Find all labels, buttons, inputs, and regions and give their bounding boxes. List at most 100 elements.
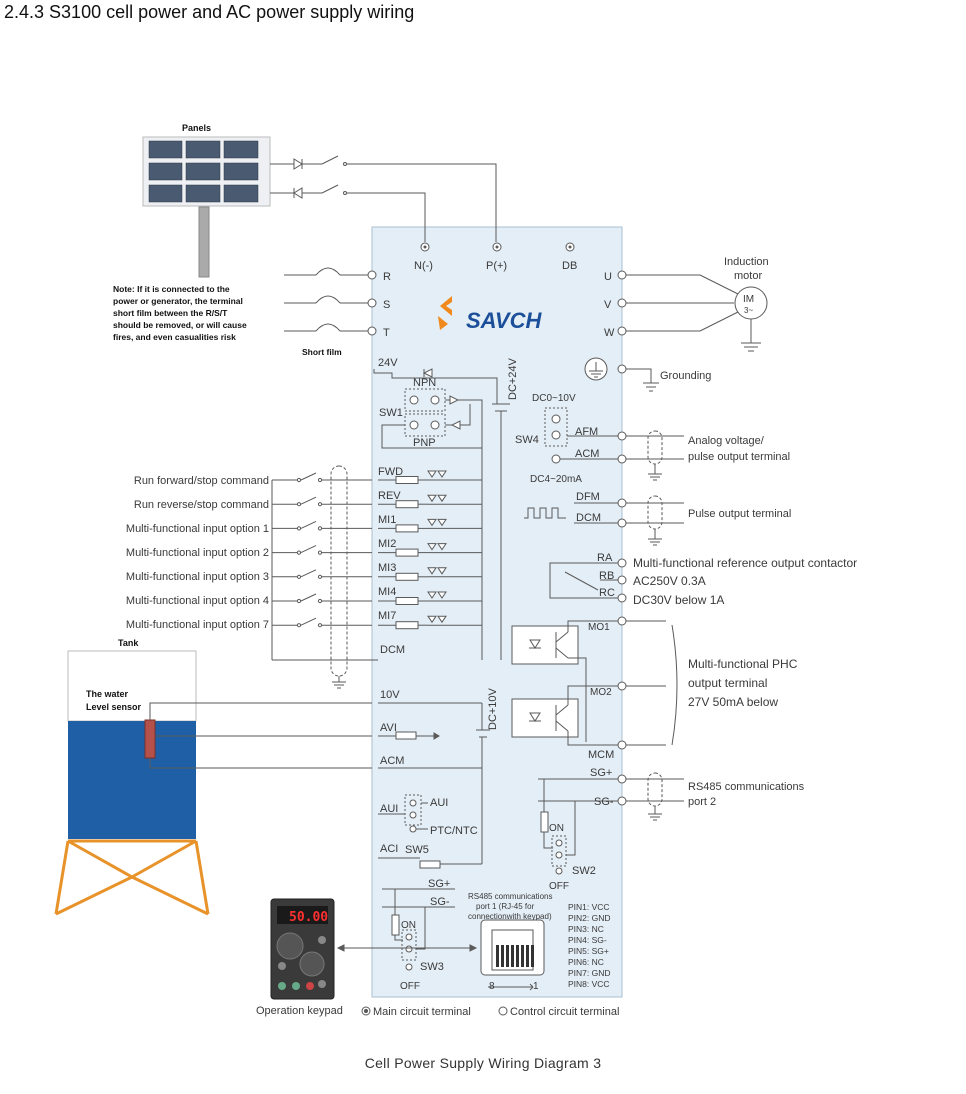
switch-contact (296, 502, 302, 507)
input-term-6: MI7 (378, 610, 396, 622)
rs485-sw2: SW2 (572, 865, 596, 877)
sw4-bottom: DC4~20mA (530, 474, 582, 485)
switch-blade (300, 593, 317, 602)
dfm-circuit (524, 495, 684, 546)
solar-panel-array (142, 136, 271, 278)
analog-out-2: pulse output terminal (688, 451, 790, 463)
terminal-mo1: MO1 (588, 622, 610, 633)
terminal-aci: ACI (380, 843, 398, 855)
optocoupler-led (427, 494, 437, 503)
input-resistor (395, 548, 419, 557)
legend-symbols (361, 1006, 508, 1016)
optocoupler-led (437, 470, 447, 478)
optocoupler-led (427, 567, 437, 575)
mo-desc-3: 27V 50mA below (688, 695, 778, 709)
switch-contact (317, 502, 323, 507)
switch-contact (317, 598, 323, 604)
grounding-label: Grounding (660, 370, 711, 382)
panels-title: Panels (182, 123, 211, 133)
optocoupler-led (437, 615, 447, 624)
relay-desc-3: DC30V below 1A (633, 593, 724, 607)
operation-keypad (270, 898, 335, 1000)
keypad-link-arrow (336, 944, 478, 952)
pin-1: PIN1: VCC (568, 902, 610, 912)
input-desc-2: Multi-functional input option 1 (126, 523, 269, 535)
terminal-w: W (604, 327, 615, 339)
optocoupler-led (437, 567, 447, 575)
dc-bus-terminals (420, 242, 575, 252)
input-desc-3: Multi-functional input option 2 (126, 547, 269, 559)
pin-right: 1 (533, 981, 539, 992)
switch-blade (300, 569, 317, 578)
sw4-circuit (544, 407, 684, 481)
terminal-acm-out: ACM (575, 448, 599, 460)
aui-switch-label: AUI (430, 797, 448, 809)
pin-6: PIN6: NC (568, 957, 604, 967)
relay-desc-2: AC250V 0.3A (633, 574, 706, 588)
switch-contact (296, 598, 302, 604)
terminal-v: V (604, 299, 612, 311)
terminal-dfm: DFM (576, 491, 600, 503)
switch-contact (296, 574, 302, 579)
section-heading: 2.4.3 S3100 cell power and AC power supp… (4, 2, 415, 22)
pin-7: PIN7: GND (568, 968, 611, 978)
note-line-2: power or generator, the terminal (113, 296, 243, 306)
terminal-mcm: MCM (588, 749, 614, 761)
sensor-label-1: The water (86, 689, 129, 699)
terminal-dcm: DCM (380, 644, 405, 656)
pulse-out-label: Pulse output terminal (688, 508, 791, 520)
switch-contact (317, 526, 323, 531)
note-line-1: Note: If it is connected to the (113, 284, 230, 294)
sw1-circuit (373, 368, 510, 660)
switch-contact (317, 550, 323, 555)
switch-blade (300, 617, 317, 626)
optocoupler-led (437, 494, 447, 503)
optocoupler-led (427, 518, 437, 527)
rs485-port2-circuit (538, 772, 684, 875)
rs485-sgp: SG+ (590, 767, 612, 779)
motor-title-2: motor (734, 270, 762, 282)
input-term-5: MI4 (378, 586, 396, 598)
mo-desc-2: output terminal (688, 676, 767, 690)
bottom-sgm: SG- (430, 896, 450, 908)
terminal-dcm-out: DCM (576, 512, 601, 524)
input-term-3: MI2 (378, 538, 396, 550)
switch-contact (317, 574, 323, 579)
input-desc-6: Multi-functional input option 7 (126, 619, 269, 631)
rs485-desc-1: RS485 communications (688, 781, 805, 793)
label-pnp: PNP (413, 437, 436, 449)
switch-contact (296, 623, 302, 628)
motor-symbol: IM (743, 294, 754, 305)
input-resistor (395, 597, 419, 605)
pin-8: PIN8: VCC (568, 979, 610, 989)
optocoupler-led (437, 543, 447, 551)
switch-blade (300, 496, 317, 505)
rj45-title-3: connectionwith keypad) (468, 912, 552, 921)
optocoupler-led (427, 543, 437, 551)
ptc-label: PTC/NTC (430, 825, 478, 837)
diagram-caption: Cell Power Supply Wiring Diagram 3 (364, 1055, 602, 1071)
motor-title-1: Induction (724, 256, 769, 268)
optocoupler-led (427, 591, 437, 599)
input-resistor (395, 572, 419, 581)
analog-input-wiring (149, 702, 490, 869)
pin-4: PIN4: SG- (568, 935, 607, 945)
input-term-1: REV (378, 490, 401, 502)
terminal-rc: RC (599, 587, 615, 599)
switch-contact (317, 623, 323, 628)
short-film-label: Short film (302, 347, 342, 357)
bottom-off: OFF (400, 981, 420, 992)
terminal-ra: RA (597, 552, 613, 564)
keypad-display: 50.00 (289, 910, 328, 925)
note-line-5: fires, and even casualities risk (113, 332, 236, 342)
terminal-p: P(+) (486, 260, 507, 272)
input-term-2: MI1 (378, 514, 396, 526)
pin-2: PIN2: GND (568, 913, 611, 923)
terminal-acm: ACM (380, 755, 404, 767)
label-sw1: SW1 (379, 407, 403, 419)
sw5-label: SW5 (405, 844, 429, 856)
terminal-aui: AUI (380, 803, 398, 815)
optocoupler-led (437, 518, 447, 527)
solar-wiring (270, 155, 497, 242)
